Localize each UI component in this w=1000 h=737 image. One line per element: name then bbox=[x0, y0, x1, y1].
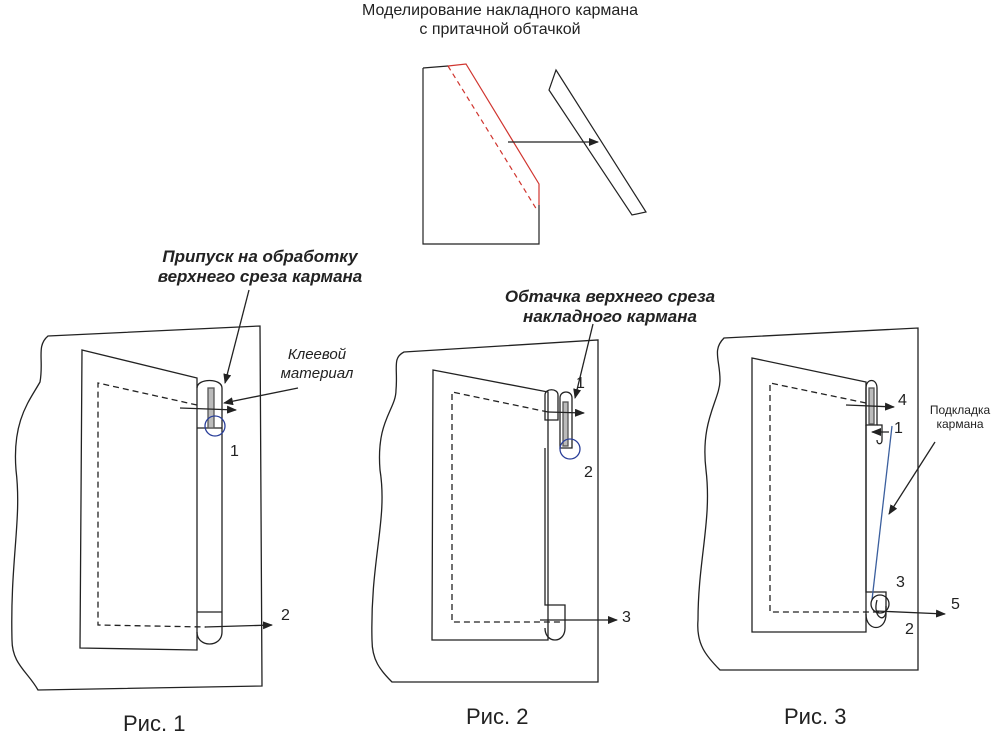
detail-circle-3 bbox=[870, 594, 890, 614]
allowance-callout-line-2: верхнего среза кармана bbox=[157, 267, 363, 286]
diagram-title-line-2: с притачной обтачкой bbox=[419, 21, 581, 38]
facing-callout-line-1: Обтачка верхнего среза bbox=[504, 287, 716, 306]
fig1-caption: Рис. 1 bbox=[123, 711, 186, 736]
pocket-side-fold bbox=[865, 425, 887, 629]
callout-arrow-lining bbox=[888, 441, 936, 515]
fig3-marker-4: 4 bbox=[898, 392, 907, 409]
pointer-arrow-2 bbox=[204, 621, 273, 630]
lining-label: Подкладка кармана bbox=[920, 403, 1000, 431]
figure-1 bbox=[11, 289, 299, 691]
pocket-side-fold bbox=[544, 448, 566, 641]
pocket-modelling-sketch bbox=[422, 63, 647, 245]
figure-3 bbox=[697, 327, 946, 671]
fig1-marker-2: 2 bbox=[281, 607, 290, 624]
pointer-arrow-5 bbox=[875, 609, 946, 618]
allowance-callout-label: Припуск на обработку верхнего среза карм… bbox=[140, 247, 380, 287]
figure-2 bbox=[371, 323, 618, 683]
fig2-caption: Рис. 2 bbox=[466, 704, 529, 729]
fig2-marker-1: 1 bbox=[576, 375, 585, 392]
diagram-title-line-1: Моделирование накладного кармана bbox=[362, 2, 638, 19]
fig3-caption: Рис. 3 bbox=[784, 704, 847, 729]
pocket-top-cut-red bbox=[447, 63, 540, 205]
garment-panel-outline bbox=[371, 339, 599, 683]
facing-callout-label: Обтачка верхнего среза накладного карман… bbox=[480, 287, 740, 327]
fig3-marker-1: 1 bbox=[894, 420, 903, 437]
pocket-outline bbox=[431, 369, 549, 641]
callout-arrow-facing bbox=[573, 323, 594, 399]
lining-loop bbox=[875, 599, 887, 619]
pointer-arrow-4 bbox=[845, 402, 895, 411]
lining-line bbox=[871, 425, 893, 601]
callout-arrow-allowance bbox=[223, 289, 250, 384]
fig2-marker-3: 3 bbox=[622, 609, 631, 626]
allowance-callout-line-1: Припуск на обработку bbox=[162, 247, 358, 266]
pocket-outline bbox=[79, 349, 198, 651]
stitch-line-dashed bbox=[97, 382, 207, 628]
fig2-marker-2: 2 bbox=[584, 464, 593, 481]
fig1-marker-1: 1 bbox=[230, 443, 239, 460]
facing-fold bbox=[865, 379, 878, 426]
facing-callout-line-2: накладного кармана bbox=[523, 307, 697, 326]
pocket-pattern-outline bbox=[422, 65, 540, 245]
pocket-fold-edge bbox=[196, 379, 223, 645]
detail-circle-2 bbox=[559, 438, 581, 460]
garment-panel-outline bbox=[11, 325, 263, 691]
lining-label-line-1: Подкладка bbox=[929, 403, 991, 417]
lining-label-line-2: кармана bbox=[936, 417, 984, 431]
glue-material-line-2: материал bbox=[280, 365, 354, 382]
fig3-marker-5: 5 bbox=[951, 596, 960, 613]
callout-arrow-glue bbox=[223, 387, 299, 406]
fig3-marker-3: 3 bbox=[896, 574, 905, 591]
facing-piece-outline bbox=[548, 68, 647, 216]
stitch-line-dashed bbox=[451, 391, 560, 623]
lining-fold bbox=[876, 424, 883, 445]
glue-material-strip bbox=[562, 401, 569, 447]
glue-material-line-1: Клеевой bbox=[287, 346, 347, 363]
pocket-dashed-cut-line bbox=[447, 65, 538, 211]
glue-material-label: Клеевой материал bbox=[262, 345, 372, 383]
glue-material-strip bbox=[207, 387, 215, 429]
fig3-marker-2: 2 bbox=[905, 621, 914, 638]
stitch-line-dashed bbox=[769, 382, 880, 613]
pointer-arrow-1 bbox=[547, 408, 585, 417]
garment-panel-outline bbox=[697, 327, 919, 671]
facing-fold bbox=[544, 389, 559, 421]
detail-circle-1 bbox=[204, 415, 226, 437]
pocket-outline bbox=[751, 357, 867, 633]
pointer-arrow-1 bbox=[179, 405, 237, 414]
